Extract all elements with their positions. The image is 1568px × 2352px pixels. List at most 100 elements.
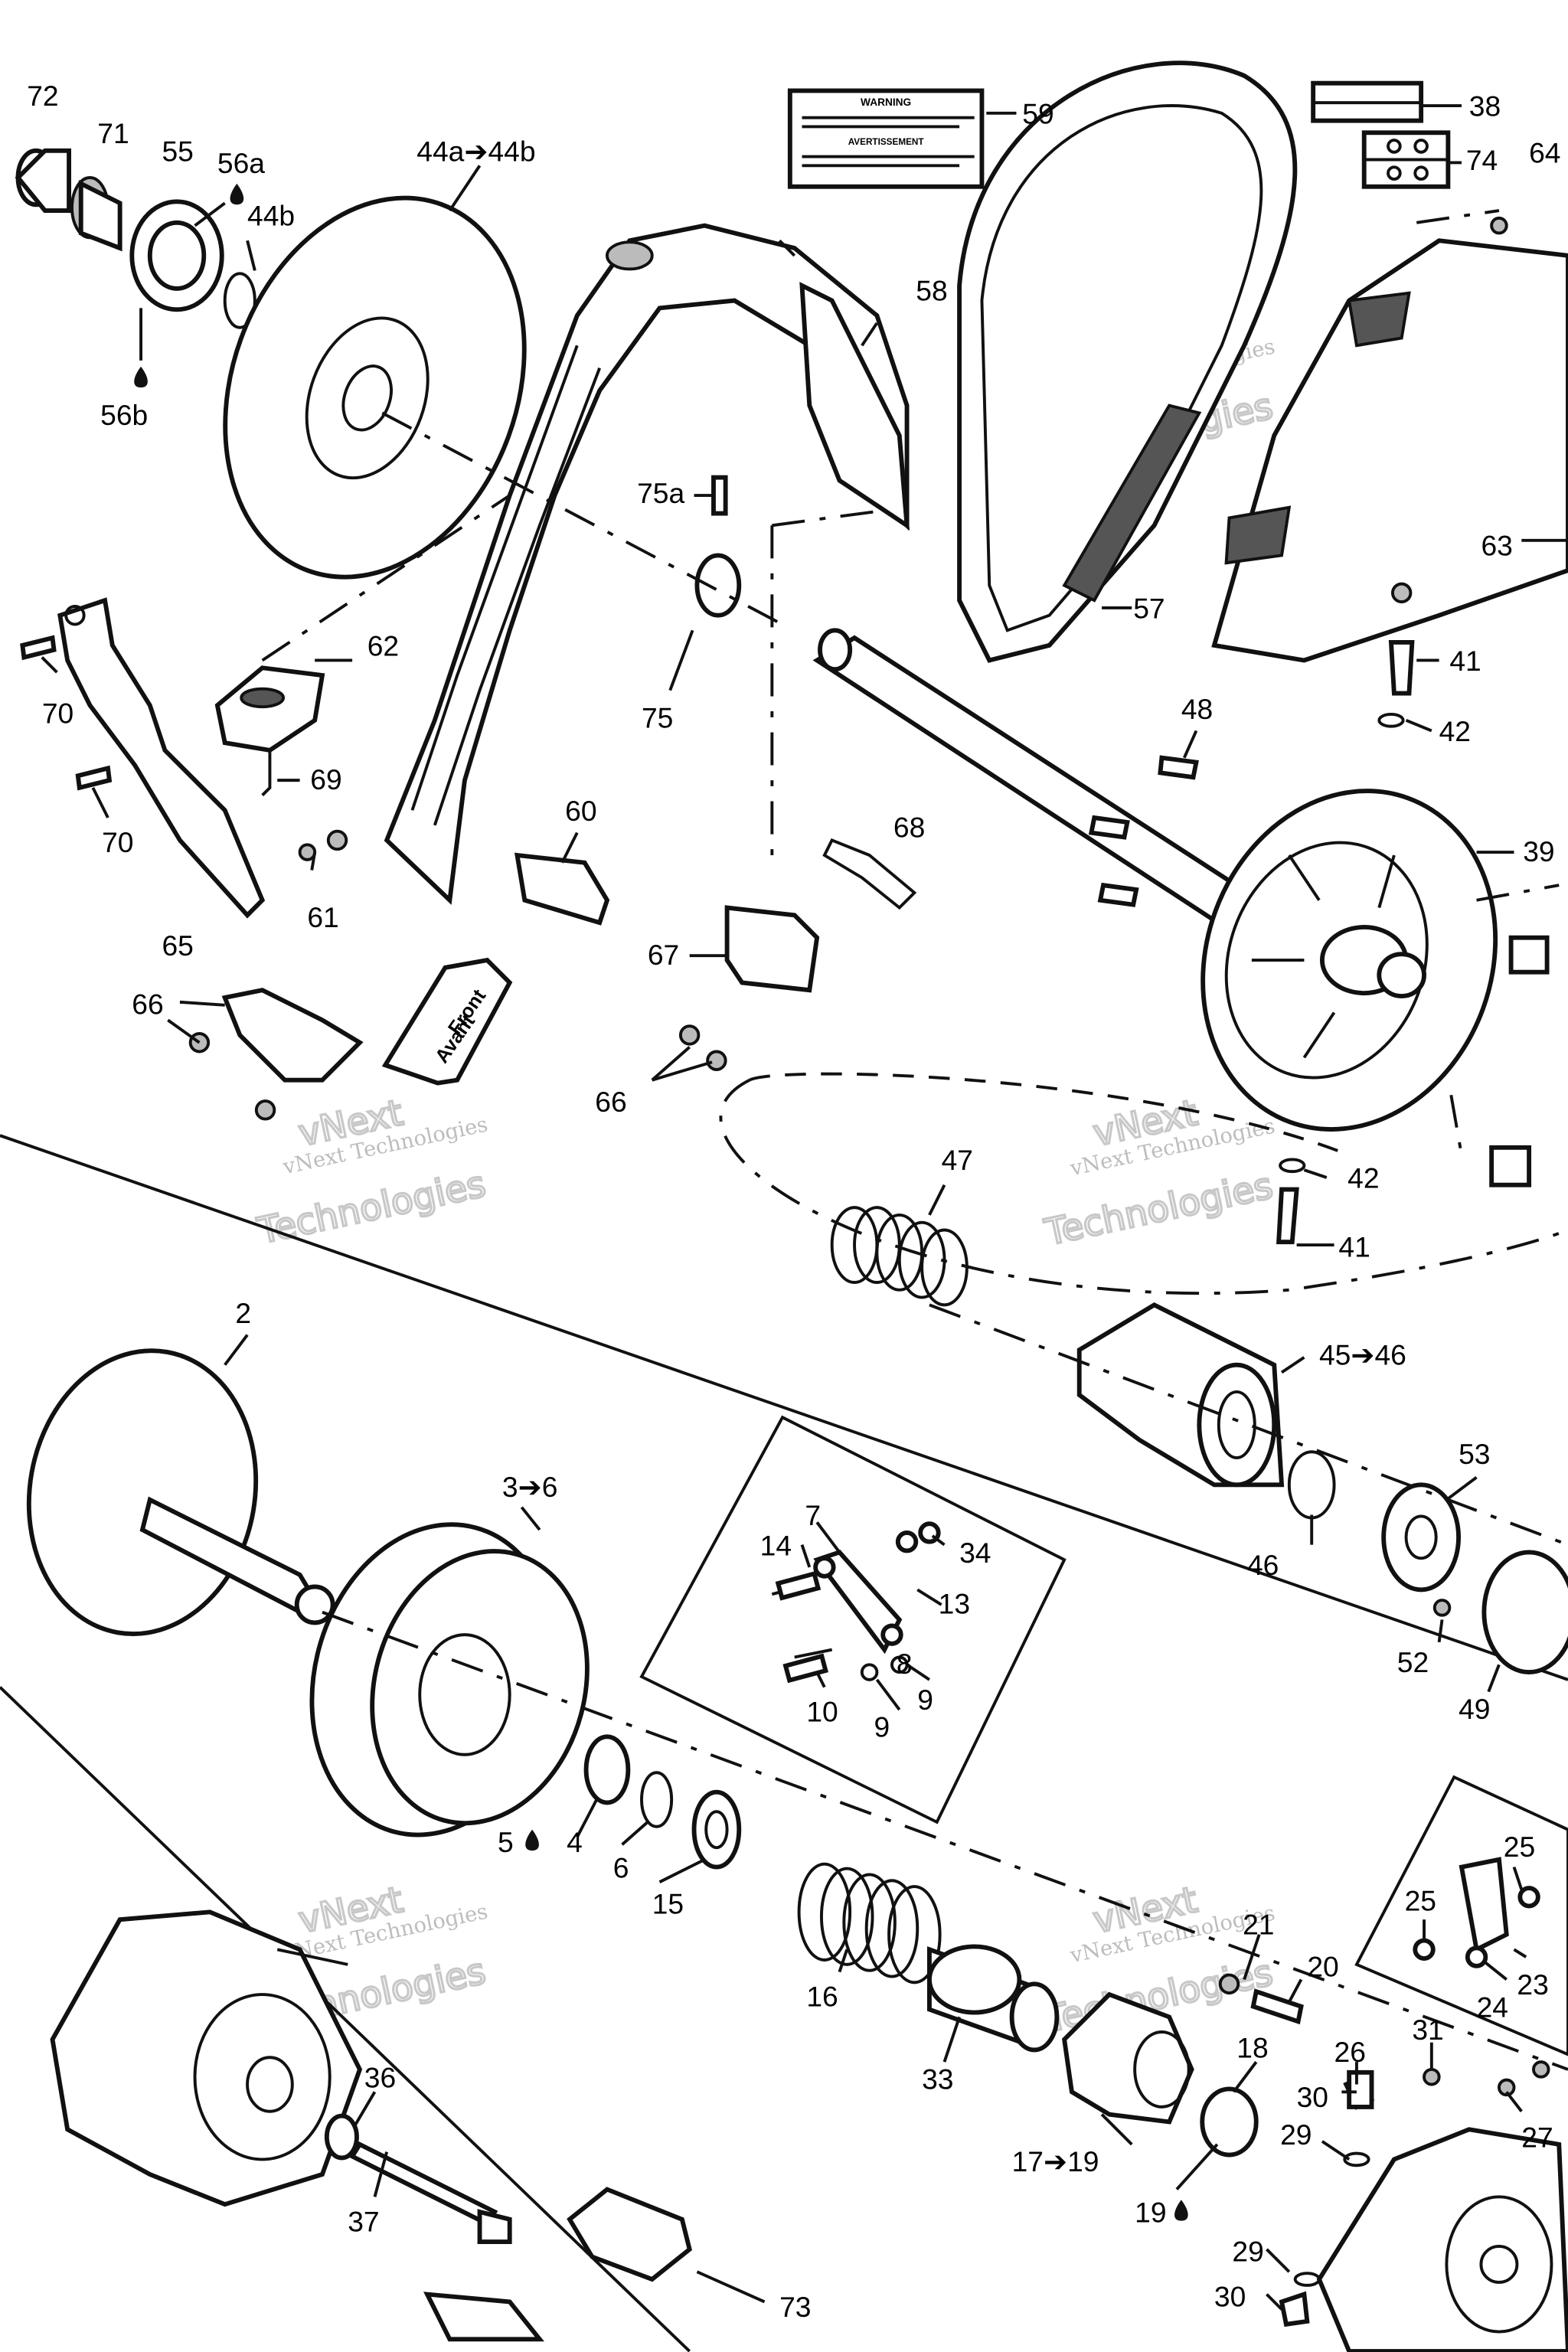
guard-cover: [1211, 216, 1568, 663]
warning-header-fr: AVERTISSEMENT: [848, 137, 925, 147]
callout-label: 41: [1449, 645, 1481, 677]
callout-label: 14: [760, 1529, 792, 1561]
spring-16: [797, 1862, 942, 1984]
callout-label: 46: [1247, 1549, 1279, 1581]
callout-label: 66: [595, 1086, 626, 1118]
ring-6: [640, 1771, 674, 1828]
callout-labels: 72 71 55 56a 44b 56b 44a➔44b 59 38 74 64…: [27, 80, 1560, 2323]
callout-label: 3➔6: [502, 1471, 558, 1503]
callout-label: 10: [806, 1696, 838, 1728]
callout-label: 60: [565, 795, 596, 827]
callout-label: 17➔19: [1012, 2145, 1099, 2177]
callout-label: 70: [42, 697, 74, 730]
oil-drop-icon: [525, 1829, 539, 1851]
callout-label: 56b: [100, 399, 148, 431]
warning-decal: WARNING AVERTISSEMENT: [787, 88, 985, 189]
callout-label: 59: [1022, 98, 1054, 130]
bracket-69: [57, 597, 266, 919]
callout-label: 49: [1459, 1693, 1490, 1725]
callout-label: 42: [1439, 715, 1471, 747]
callout-label: 71: [97, 117, 129, 149]
housing-49: [1481, 1550, 1568, 1674]
callout-label: 30: [1214, 2280, 1246, 2312]
belt-guard-bracket: [384, 223, 910, 905]
lubricant-drop-icons: [134, 183, 1188, 2221]
sleeve-33: [926, 1944, 1060, 2053]
bearing-parts: [15, 148, 256, 329]
nut-52: [1432, 1599, 1452, 1617]
callout-label: 21: [1243, 1909, 1274, 1941]
callout-label: 39: [1523, 835, 1554, 867]
front-direction-arrow: Front Avant: [381, 957, 513, 1086]
callout-label: 26: [1334, 2036, 1366, 2068]
callout-label: 52: [1397, 1646, 1429, 1678]
callout-label: 57: [1133, 593, 1165, 625]
callout-label: 67: [648, 939, 679, 971]
section-divider: [0, 1686, 691, 2352]
sheave-44a: [223, 195, 527, 580]
bushing-18: [1200, 2086, 1259, 2158]
callout-label: 6: [613, 1851, 629, 1883]
callout-label: 69: [310, 763, 341, 795]
callout-label: 75: [642, 702, 673, 734]
bracket-65: [221, 988, 364, 1083]
callout-label: 29: [1232, 2236, 1263, 2268]
callout-label: 72: [27, 80, 58, 112]
callout-label: 25: [1504, 1831, 1535, 1863]
callout-label: 20: [1307, 1951, 1338, 1983]
callout-label: 13: [939, 1588, 970, 1620]
washer-36: [324, 2113, 359, 2161]
callout-label: 31: [1412, 2014, 1443, 2046]
callout-label: 68: [893, 812, 925, 844]
callout-label: 18: [1236, 2031, 1268, 2063]
callout-label: 16: [806, 1981, 838, 2013]
bushing-4: [583, 1734, 631, 1805]
callout-label: 23: [1517, 1968, 1548, 2001]
callout-label: 30: [1297, 2081, 1328, 2113]
callout-label: 44a➔44b: [416, 135, 535, 167]
callout-label: 19: [1135, 2197, 1166, 2229]
callout-label: 53: [1459, 1438, 1490, 1470]
callout-label: 2: [235, 1297, 251, 1329]
cam-45: [1076, 1302, 1285, 1488]
parts-box-23-25: [1354, 1775, 1568, 2056]
callout-label: 27: [1521, 2122, 1553, 2154]
callout-label: 44b: [247, 200, 295, 232]
movable-sheave-3: [309, 1522, 590, 1838]
callout-label: 34: [959, 1537, 991, 1569]
callout-label: 36: [364, 2061, 396, 2093]
drive-belt: [957, 60, 1298, 663]
washer-53: [1381, 1482, 1462, 1592]
shaft-and-driven-pulley: [812, 628, 1498, 1132]
leader-lines: [41, 104, 1568, 2311]
callout-label: 7: [805, 1499, 821, 1531]
callout-label: 65: [162, 929, 193, 962]
oil-drop-icon: [1174, 2200, 1188, 2221]
callout-label: 41: [1338, 1231, 1370, 1263]
callout-label: 63: [1481, 529, 1512, 561]
callout-label: 73: [779, 2291, 811, 2323]
section-divider: [0, 1134, 1568, 1681]
spider-17: [1062, 1991, 1194, 2125]
warning-header: WARNING: [861, 96, 911, 108]
callout-label: 75a: [637, 477, 684, 509]
bracket-60: [514, 852, 610, 926]
callout-label: 58: [916, 275, 947, 307]
ring-46: [1287, 1450, 1336, 1520]
callout-label: 45➔46: [1319, 1339, 1406, 1371]
callout-label: 66: [132, 988, 163, 1021]
callout-label: 9: [874, 1710, 890, 1743]
oil-drop-icon: [134, 366, 148, 388]
seal-15: [691, 1789, 742, 1870]
callout-label: 56a: [217, 147, 265, 179]
callout-label: 62: [368, 630, 399, 662]
callout-label: 25: [1405, 1884, 1436, 1916]
callout-label: 42: [1348, 1162, 1379, 1194]
bolt-37: [348, 2141, 512, 2245]
bracket-73: [423, 2187, 692, 2342]
callout-label: 8: [897, 1648, 913, 1680]
callout-label: 47: [942, 1144, 973, 1176]
callout-label: 61: [307, 901, 338, 933]
washer-53-hole: [1404, 1514, 1438, 1560]
